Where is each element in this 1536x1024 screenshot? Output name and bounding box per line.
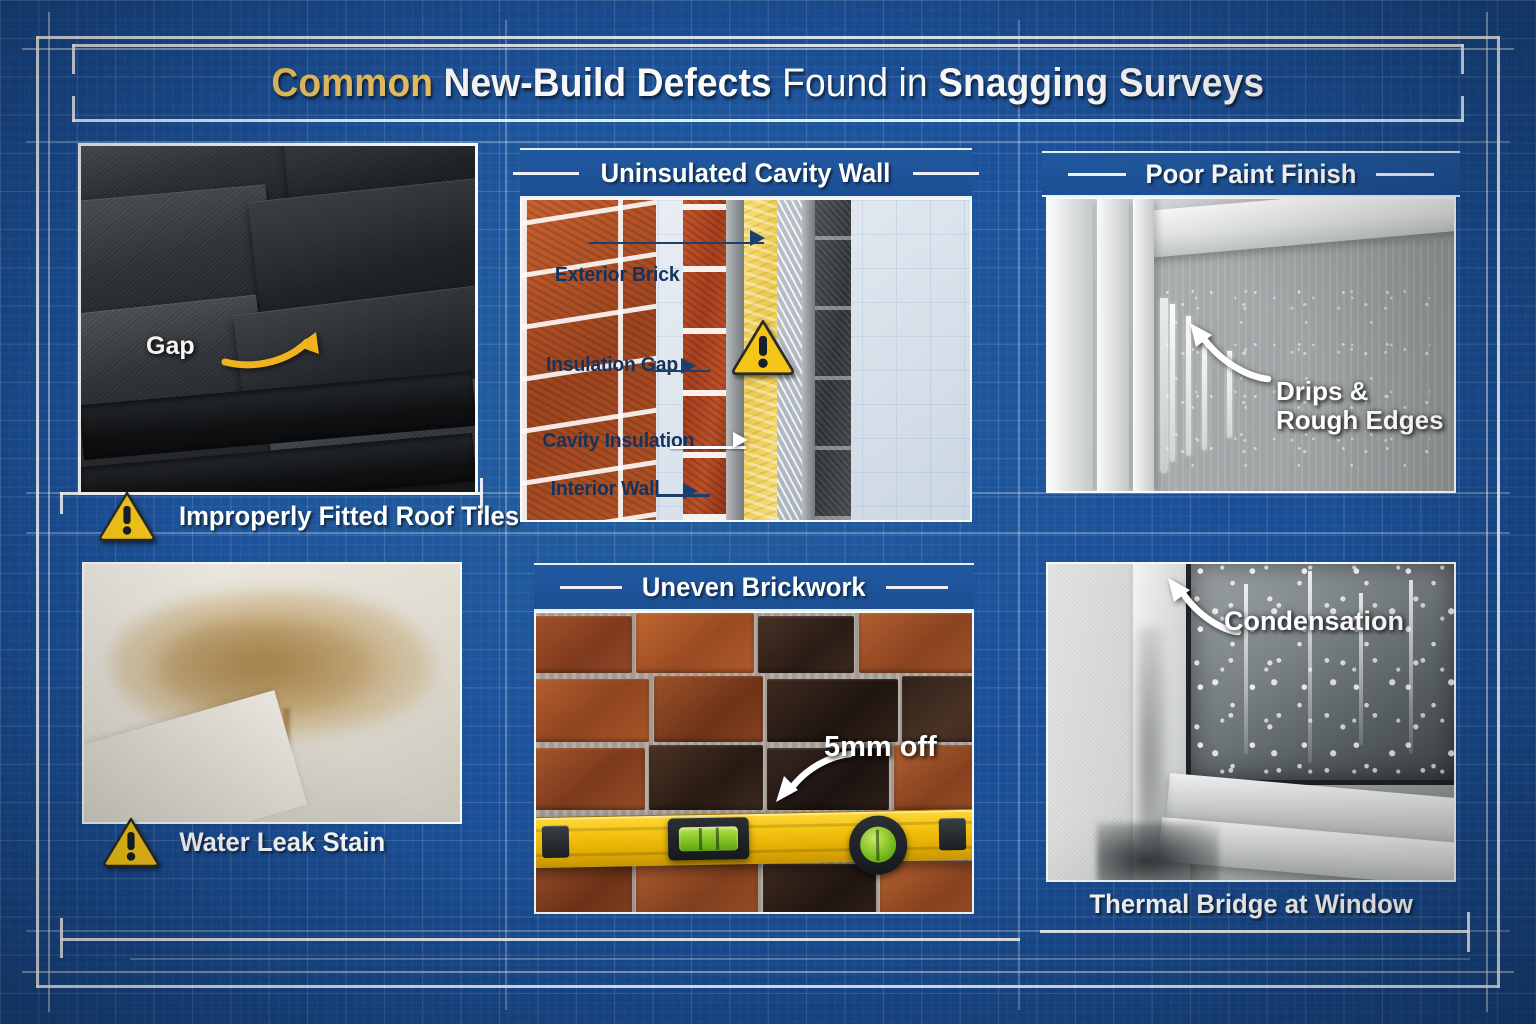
brick (649, 744, 763, 811)
paint-photo-art (1048, 199, 1454, 491)
brickwork-header-label: Uneven Brickwork (642, 571, 866, 602)
header-rule-right (885, 585, 948, 589)
roof-tiles-caption: Improperly Fitted Roof Tiles (98, 490, 519, 542)
mould-growth (1096, 823, 1219, 880)
door-jamb-inner (1096, 199, 1130, 491)
level-round-bubble (859, 826, 897, 864)
level-groove (536, 846, 972, 858)
brickwork-header-bar: Uneven Brickwork (534, 563, 974, 611)
condensation-run (1308, 571, 1313, 763)
thermal-bridge-photo: Condensation (1046, 562, 1456, 882)
header-rule-left (560, 585, 623, 589)
layer-inner-mortar (802, 200, 816, 520)
label-cavity-insulation: Cavity Insulation (542, 430, 695, 453)
arrow-interior-wall (683, 483, 699, 500)
ceiling-photo-art (84, 564, 460, 822)
window-glass (1186, 564, 1454, 786)
level-end-grip (938, 818, 967, 851)
condensation-droplets (1191, 564, 1454, 781)
cavity-wall-art: Exterior Brick Insulation Gap Cavity Ins… (522, 200, 970, 520)
page-title: Common New-Build Defects Found in Snaggi… (272, 61, 1265, 106)
brick (902, 675, 972, 742)
brick (762, 864, 877, 912)
leader-cavity-insulation (669, 446, 746, 449)
level-bubble-glass (679, 826, 739, 852)
offset-callout-label: 5mm off (824, 731, 937, 763)
level-bubble-vial (667, 817, 750, 861)
header-rule-left (1067, 172, 1126, 176)
header-rule-right (912, 171, 979, 175)
label-interior-wall: Interior Wall (550, 478, 660, 501)
leader-exterior-brick (589, 241, 764, 245)
title-word-2: New-Build Defects (443, 60, 772, 105)
warning-triangle-icon (730, 318, 796, 376)
water-leak-caption: Water Leak Stain (102, 816, 482, 868)
brick-wall-art (536, 613, 972, 912)
spirit-level-tool (536, 808, 972, 876)
roof-photo-art (81, 146, 475, 492)
warning-triangle-icon (98, 490, 156, 542)
condensation-callout-label: Condensation (1224, 606, 1404, 636)
brick (636, 861, 759, 912)
brick (653, 675, 763, 742)
condensation-run (1409, 580, 1414, 755)
brickwork-photo: 5mm off (534, 611, 974, 914)
brick (880, 861, 972, 912)
water-leak-caption-label: Water Leak Stain (179, 826, 386, 857)
brick (636, 613, 754, 673)
paint-finish-header-label: Poor Paint Finish (1145, 158, 1357, 189)
condensation-run (1358, 593, 1363, 746)
paint-drip (1159, 298, 1168, 474)
door-jamb-edge (1133, 199, 1154, 491)
brick (858, 613, 972, 673)
layer-interior-blockwork (815, 200, 852, 520)
brick (536, 747, 645, 811)
title-word-3: Found in (782, 60, 928, 105)
paint-drip (1202, 333, 1208, 451)
thermal-bridge-caption: Thermal Bridge at Window (1046, 880, 1456, 928)
infographic-header: Common New-Build Defects Found in Snaggi… (72, 44, 1464, 122)
arrow-exterior-brick (750, 230, 766, 247)
drips-callout-label: Drips & Rough Edges (1276, 376, 1444, 436)
condensation-run (1244, 584, 1249, 755)
water-leak-photo (82, 562, 462, 824)
leader-insulation-gap (651, 369, 711, 373)
thermal-bridge-caption-label: Thermal Bridge at Window (1089, 888, 1413, 919)
brick (767, 678, 898, 742)
brick (893, 744, 972, 811)
paint-finish-photo: Drips & Rough Edges (1046, 197, 1456, 493)
arrow-insulation-gap (681, 358, 697, 375)
brick (536, 615, 632, 673)
mould-growth (1137, 627, 1166, 849)
paint-finish-header-bar: Poor Paint Finish (1042, 151, 1460, 197)
header-rule-right (1376, 172, 1434, 176)
gap-callout-label: Gap (146, 332, 195, 360)
cavity-wall-header-bar: Uninsulated Cavity Wall (513, 148, 979, 198)
cavity-wall-header-label: Uninsulated Cavity Wall (601, 157, 891, 188)
brick (536, 678, 650, 742)
label-insulation-gap: Insulation Gap (546, 353, 679, 376)
brick (758, 615, 855, 673)
header-rule-left (513, 171, 580, 175)
label-exterior-brick: Exterior Brick (555, 264, 680, 286)
paint-drip (1186, 315, 1192, 456)
roof-tiles-photo: Gap (78, 143, 478, 495)
arrow-cavity-insulation (732, 432, 748, 448)
level-end-grip (541, 825, 570, 859)
cavity-wall-diagram: Exterior Brick Insulation Gap Cavity Ins… (520, 198, 972, 522)
door-jamb-outer (1048, 199, 1093, 491)
brick (536, 864, 632, 912)
title-word-4: Snagging Surveys (938, 60, 1265, 105)
title-word-highlight: Common (271, 60, 434, 105)
level-groove (536, 820, 972, 833)
paint-drip (1169, 304, 1175, 462)
roof-tiles-caption-label: Improperly Fitted Roof Tiles (178, 500, 520, 531)
warning-triangle-icon (102, 816, 160, 868)
paint-drip (1226, 350, 1232, 439)
